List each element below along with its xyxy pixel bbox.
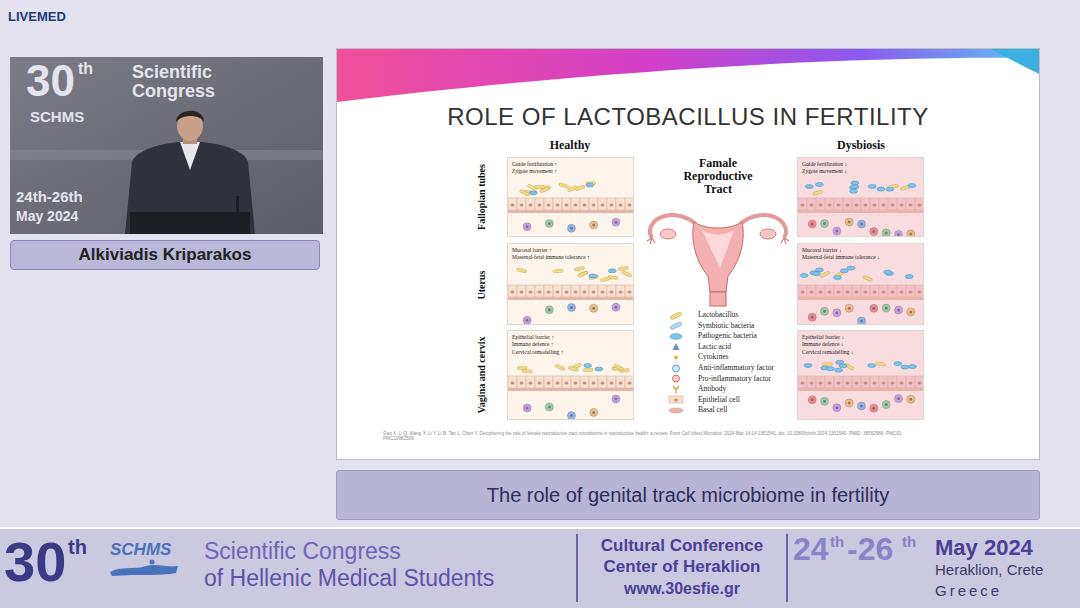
legend-row: Epithelial cell [666, 395, 740, 405]
banner-text: 24 [793, 531, 829, 568]
legend-icon [666, 332, 686, 341]
panel-note: Immune defence ↓ [802, 341, 919, 348]
panel-note: Mucosal barrier ↓ [802, 247, 919, 254]
legend-row: Cytokines [666, 352, 728, 362]
panel-note: Epithelial barrier ↑ [512, 334, 629, 341]
legend-icon [666, 364, 686, 373]
row-label: Vagina and cervix [476, 337, 488, 414]
citation: Gao X, Li Q, Wang X, Li Y, Li B, Tan L, … [383, 431, 918, 442]
legend-row: Lactobacillus [666, 310, 738, 320]
slide [337, 49, 1040, 460]
video-text: th [78, 60, 93, 78]
speaker-name-box: Alkiviadis Kriparakos [10, 240, 320, 270]
panel-note: Immune defence ↑ [512, 341, 629, 348]
panel-note: Maternal-fetal immune tolerance ↓ [802, 254, 919, 261]
legend-row: Symbiotic bacteria [666, 321, 754, 331]
legend-row: Basal cell [666, 405, 727, 415]
legend-text: Lactobacillus [698, 310, 738, 320]
figure-heading: Famale Reproductive Tract [673, 157, 763, 196]
legend-text: Pathogenic bacteria [698, 331, 757, 341]
legend-text: Antibody [698, 384, 726, 394]
channel-logo: LIVEMED [8, 10, 66, 25]
caption-text: The role of genital track microbiome in … [487, 484, 889, 507]
legend-text: Cytokines [698, 352, 728, 362]
caption-bar: The role of genital track microbiome in … [336, 470, 1040, 520]
panel-note: Cervical remodelling ↑ [512, 349, 629, 356]
banner-text: th [902, 533, 916, 550]
panel-note: Mucosal barrier ↑ [512, 247, 629, 254]
tract-panel: Mucosal barrier ↓Maternal-fetal immune t… [797, 243, 924, 325]
banner-text: of Hellenic Medical Students [204, 565, 494, 591]
legend-text: Epithelial cell [698, 395, 740, 405]
tract-panel: Guide fertilization ↓Zygote movement ↓ [797, 157, 924, 237]
congress-banner [0, 528, 1080, 608]
legend-text: Pro-inflammatory factor [698, 374, 771, 384]
video-text: 24th-26th [16, 188, 83, 205]
legend-icon [666, 342, 686, 351]
tract-panel: Mucosal barrier ↑Maternal-fetal immune t… [507, 243, 634, 325]
legend-text: Anti-inflammatory factor [698, 363, 774, 373]
banner-text: Scientific Congress [204, 538, 401, 564]
banner-text: Cultural Conference [601, 536, 763, 556]
banner-text: SCHMS [110, 540, 171, 560]
video-text: SCHMS [30, 108, 84, 125]
legend-icon [666, 395, 686, 404]
tract-panel: Guide fertilization ↑Zygote movement ↑ [507, 157, 634, 237]
legend-icon [666, 353, 686, 362]
legend-icon [666, 406, 686, 415]
video-text: 30 [26, 56, 75, 107]
speaker-video [10, 57, 323, 234]
panel-note: Zygote movement ↑ [512, 168, 629, 175]
legend-row: Antibody [666, 384, 726, 394]
legend-icon [666, 311, 686, 320]
panel-note: Guide fertilization ↓ [802, 161, 919, 168]
video-text: Congress [132, 81, 215, 102]
row-label: Uterus [476, 271, 488, 300]
slide-title: ROLE OF LACTOBACILLUS IN FERTILITY [447, 103, 929, 131]
banner-text: May 2024 [935, 535, 1033, 560]
tract-panel: Epithelial barrier ↑Immune defence ↑Cerv… [507, 330, 634, 420]
uterus-illustration [647, 215, 789, 306]
banner-text: th [830, 533, 844, 550]
panel-note: Zygote movement ↓ [802, 168, 919, 175]
row-label: Fallopian tubes [476, 164, 488, 230]
banner-text: 30 [4, 530, 66, 594]
banner-text: www.30esfie.gr [624, 580, 740, 598]
legend-row: Lactic acid [666, 342, 731, 352]
banner-text: -26 [847, 531, 893, 568]
banner-text: Center of Heraklion [604, 557, 761, 577]
panel-note: Epithelial barrier ↓ [802, 334, 919, 341]
legend-icon [666, 374, 686, 383]
legend-row: Anti-inflammatory factor [666, 363, 774, 373]
video-text: May 2024 [16, 208, 78, 224]
legend-icon [666, 385, 686, 394]
panel-note: Cervical remodelling ↓ [802, 349, 919, 356]
video-text: Scientific [132, 62, 212, 83]
legend-row: Pro-inflammatory factor [666, 374, 771, 384]
legend-row: Pathogenic bacteria [666, 331, 757, 341]
column-heading: Dysbiosis [837, 139, 885, 153]
legend-text: Symbiotic bacteria [698, 321, 754, 331]
speaker-name: Alkiviadis Kriparakos [79, 245, 252, 265]
banner-text: Greece [935, 582, 1002, 599]
banner-text: th [68, 536, 87, 559]
legend-text: Lactic acid [698, 342, 731, 352]
banner-text: Heraklion, Crete [935, 561, 1043, 578]
panel-note: Maternal-fetal immune tolerance ↑ [512, 254, 629, 261]
column-heading: Healthy [550, 139, 591, 153]
tract-panel: Epithelial barrier ↓Immune defence ↓Cerv… [797, 330, 924, 420]
legend-text: Basal cell [698, 405, 727, 415]
panel-note: Guide fertilization ↑ [512, 161, 629, 168]
legend-icon [666, 321, 686, 330]
